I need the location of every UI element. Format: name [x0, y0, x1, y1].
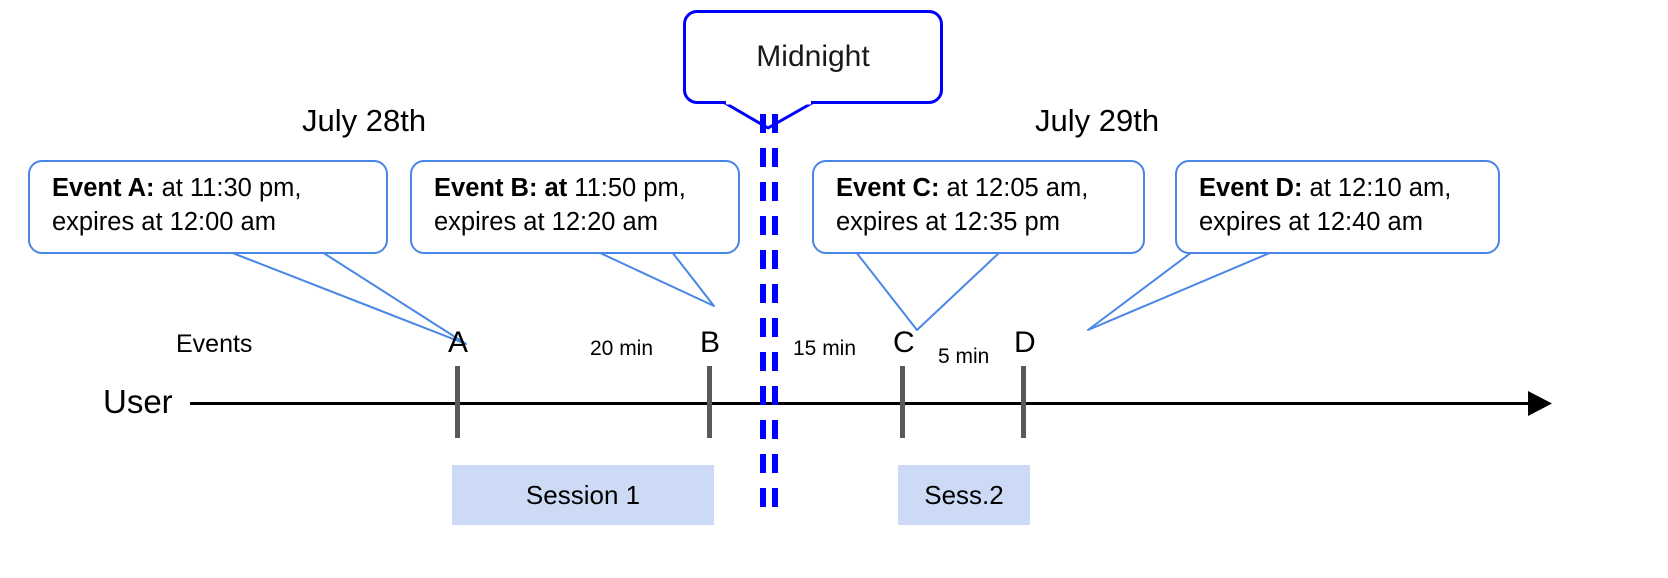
callout-event-c-line1: Event C: at 12:05 am,: [836, 172, 1143, 206]
interval-label-b-c: 15 min: [793, 337, 857, 360]
callout-event-a-line2: expires at 12:00 am: [52, 207, 276, 236]
session-block-2: Sess.2: [898, 465, 1030, 525]
callout-event-d-rest: at 12:10 am,: [1302, 174, 1452, 202]
callout-event-d-line1: Event D: at 12:10 am,: [1199, 172, 1498, 206]
callout-event-a-line1: Event A: at 11:30 pm,: [52, 172, 386, 206]
marker-label-b: B: [700, 326, 721, 359]
callout-event-b: Event B: at 11:50 pm, expires at 12:20 a…: [410, 160, 740, 254]
callout-event-a: Event A: at 11:30 pm, expires at 12:00 a…: [28, 160, 388, 254]
callout-event-c: Event C: at 12:05 am, expires at 12:35 p…: [812, 160, 1145, 254]
leader-line-event-b: [597, 251, 715, 307]
tick-marker-c: [900, 366, 905, 438]
leader-line-event-a: [229, 251, 467, 345]
midnight-tail-icon: [723, 101, 814, 130]
interval-label-a-b: 20 min: [590, 337, 654, 360]
marker-label-a: A: [448, 326, 469, 359]
midnight-dashed-line-right: [772, 114, 778, 514]
tick-marker-a: [455, 366, 460, 438]
tick-marker-b: [707, 366, 712, 438]
session-block-2-label: Sess.2: [924, 479, 1004, 510]
leader-line-event-c: [855, 251, 1001, 331]
callout-event-a-rest: at 11:30 pm,: [154, 174, 302, 202]
callout-event-d-line2: expires at 12:40 am: [1199, 207, 1423, 236]
callout-event-d: Event D: at 12:10 am, expires at 12:40 a…: [1175, 160, 1500, 254]
arrow-head-icon: [1528, 391, 1552, 416]
events-row-label: Events: [176, 330, 253, 358]
marker-label-d: D: [1014, 326, 1036, 359]
date-label-july-28: July 28th: [302, 103, 427, 138]
date-label-july-29: July 29th: [1035, 103, 1160, 138]
callout-event-b-line1: Event B: at 11:50 pm,: [434, 172, 738, 206]
callout-event-c-rest: at 12:05 am,: [939, 174, 1089, 202]
session-block-1-label: Session 1: [525, 479, 641, 510]
callout-event-a-bold: Event A:: [52, 174, 155, 202]
tick-marker-d: [1021, 366, 1026, 438]
marker-label-c: C: [893, 326, 915, 359]
timeline-axis: [190, 402, 1530, 405]
session-block-1: Session 1: [452, 465, 714, 525]
callout-event-b-line2: expires at 12:20 am: [434, 207, 658, 236]
callout-event-b-rest: 11:50 pm,: [567, 174, 686, 202]
callout-event-d-bold: Event D:: [1199, 174, 1303, 202]
midnight-dashed-line-left: [760, 114, 766, 514]
callout-event-c-line2: expires at 12:35 pm: [836, 207, 1060, 236]
callout-event-c-bold: Event C:: [836, 174, 940, 202]
midnight-label: Midnight: [756, 40, 870, 73]
leader-line-event-d: [1087, 251, 1273, 331]
midnight-callout: Midnight: [683, 10, 943, 104]
callout-event-b-bold: Event B: at: [434, 174, 568, 202]
interval-label-c-d: 5 min: [938, 345, 990, 368]
user-row-label: User: [103, 383, 173, 420]
